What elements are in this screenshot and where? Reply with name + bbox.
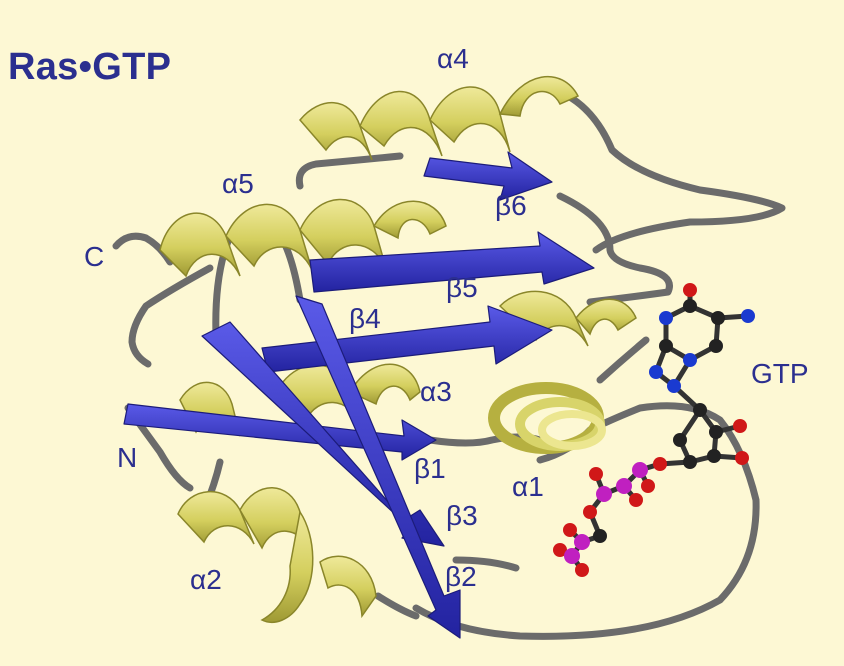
label-beta4: β4 — [349, 303, 381, 334]
label-n-terminus: N — [117, 442, 138, 473]
label-beta6: β6 — [495, 190, 527, 221]
strand-beta2 — [295, 295, 461, 639]
strand-beta5 — [309, 231, 595, 293]
loop-left-long — [128, 264, 214, 368]
loop-alpha2-out — [374, 592, 420, 620]
gtp-phosphorus — [564, 462, 648, 564]
loop-beta6-back — [295, 152, 404, 190]
label-alpha4: α4 — [437, 43, 469, 74]
label-beta3: β3 — [446, 500, 478, 531]
helix-alpha2 — [177, 487, 377, 624]
gtp-oxygens — [553, 283, 749, 577]
helices — [159, 75, 637, 624]
gtp-molecule — [553, 283, 755, 577]
beta-strands — [123, 151, 595, 639]
label-alpha3: α3 — [420, 376, 452, 407]
strand-beta6 — [423, 151, 553, 201]
loop-alpha1-out — [412, 402, 760, 640]
strand-beta1 — [123, 403, 437, 461]
loop-beta2-end — [452, 556, 520, 572]
label-alpha5: α5 — [222, 168, 254, 199]
label-alpha1: α1 — [512, 471, 544, 502]
label-c-terminus: C — [84, 241, 105, 272]
label-beta2: β2 — [445, 561, 477, 592]
gtp-carbons — [593, 299, 725, 543]
loop-beta5-top — [556, 192, 673, 306]
label-beta5: β5 — [446, 272, 478, 303]
loop-gtp-side — [596, 336, 650, 384]
label-beta1: β1 — [414, 453, 446, 484]
helix-alpha1 — [488, 382, 606, 454]
gtp-nitrogens — [649, 309, 755, 393]
helix-alpha4 — [299, 75, 580, 161]
label-gtp: GTP — [751, 358, 809, 389]
loop-alpha4-beta6 — [564, 92, 786, 254]
label-alpha2: α2 — [190, 564, 222, 595]
diagram-title: Ras•GTP — [8, 46, 172, 88]
helix-alpha5 — [159, 198, 447, 278]
